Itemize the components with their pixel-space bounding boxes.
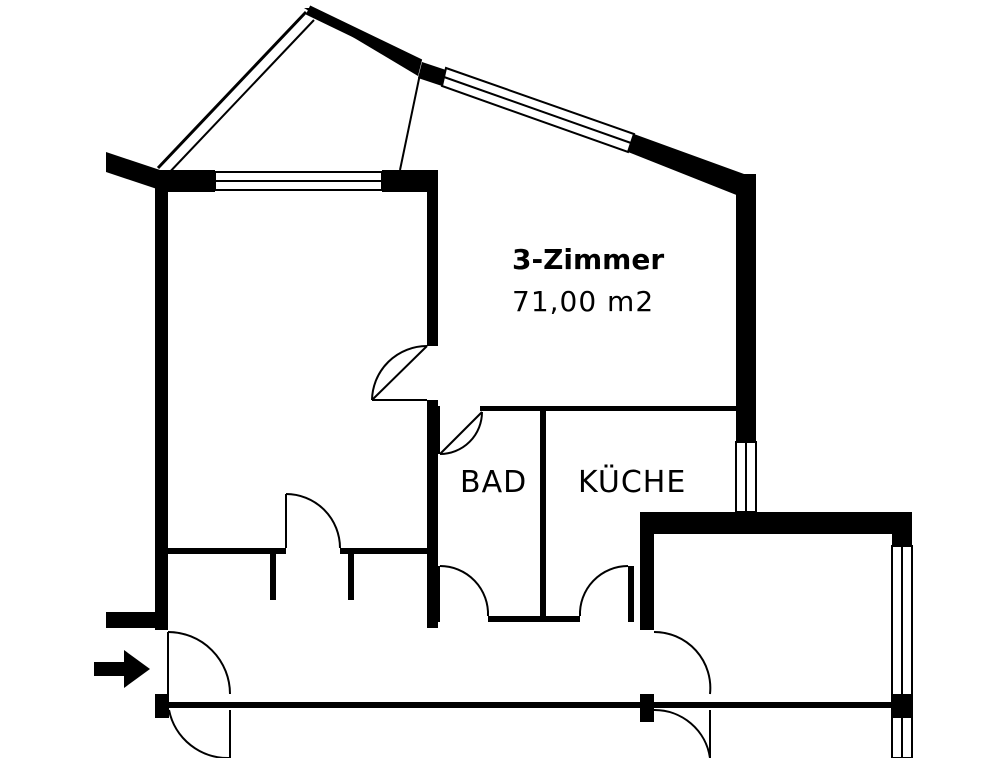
balcony-railing: [156, 5, 423, 177]
doors: [167, 345, 712, 758]
interior-walls: [155, 170, 912, 722]
apartment-title: 3-Zimmer: [512, 243, 665, 276]
apartment-area: 71,00 m2: [512, 285, 655, 318]
room-label-kitchen: KÜCHE: [578, 465, 687, 500]
arrow-right-icon: [94, 650, 150, 688]
room-label-bath: BAD: [460, 465, 528, 500]
windows: [214, 66, 913, 758]
